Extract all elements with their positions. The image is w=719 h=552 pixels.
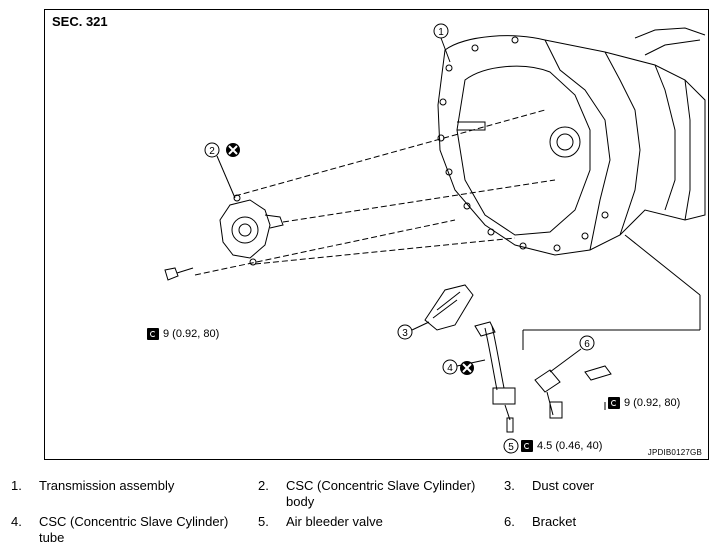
legend-number: 2. bbox=[258, 478, 269, 493]
callout-circle-2 bbox=[204, 142, 220, 158]
legend-number: 3. bbox=[504, 478, 515, 493]
callout-circle-5 bbox=[503, 438, 519, 454]
torque-value: 9 (0.92, 80) bbox=[624, 397, 681, 409]
callout-3: 3 bbox=[402, 328, 408, 339]
callout-6: 6 bbox=[584, 339, 590, 350]
legend-text: Bracket bbox=[532, 514, 577, 529]
torque-wrench-icon bbox=[608, 397, 620, 409]
torque-spec-bleeder-valve: 4.5 (0.46, 40) bbox=[521, 440, 602, 452]
exploded-diagram-frame: 1 2 3 4 5 6 SEC. 321 9 (0.92, 80) 9 (0.9… bbox=[44, 9, 709, 460]
csc-tube-part bbox=[474, 321, 516, 433]
callout-1: 1 bbox=[438, 27, 444, 38]
transmission-exploded-drawing: 1 2 3 4 5 6 bbox=[164, 23, 706, 454]
legend-text: Dust cover bbox=[532, 478, 595, 493]
torque-wrench-icon bbox=[521, 440, 533, 452]
flange-bolt-holes bbox=[437, 36, 609, 252]
replace-marker-icons bbox=[226, 143, 474, 375]
callout-5: 5 bbox=[508, 442, 514, 453]
torque-wrench-icon bbox=[147, 328, 159, 340]
callout-circle-4 bbox=[442, 359, 458, 375]
csc-body-part bbox=[219, 194, 284, 266]
torque-spec-csc-bolt: 9 (0.92, 80) bbox=[147, 328, 219, 340]
legend-text: Air bleeder valve bbox=[286, 514, 383, 529]
figure-id: JPDIB0127GB bbox=[647, 448, 702, 457]
legend-number: 5. bbox=[258, 514, 269, 529]
section-label: SEC. 321 bbox=[52, 14, 108, 29]
callout-4: 4 bbox=[447, 363, 453, 374]
legend-number: 6. bbox=[504, 514, 515, 529]
callout-circle-3 bbox=[397, 324, 413, 340]
torque-value: 9 (0.92, 80) bbox=[163, 328, 220, 340]
callout-2: 2 bbox=[209, 146, 215, 157]
bracket-part bbox=[534, 369, 563, 419]
transmission-housing bbox=[437, 35, 706, 256]
legend-text: Transmission assembly bbox=[39, 478, 175, 493]
dust-cover-part bbox=[424, 284, 474, 331]
legend-number: 1. bbox=[11, 478, 22, 493]
csc-mounting-bolt bbox=[164, 267, 194, 281]
legend-number: 4. bbox=[11, 514, 22, 529]
legend-text: CSC (Concentric Slave Cylinder) tube bbox=[39, 514, 229, 545]
legend-text: CSC (Concentric Slave Cylinder) body bbox=[286, 478, 476, 509]
torque-spec-bracket-bolt: 9 (0.92, 80) bbox=[608, 397, 680, 409]
torque-value: 4.5 (0.46, 40) bbox=[537, 440, 603, 452]
callout-circle-6 bbox=[579, 335, 595, 351]
